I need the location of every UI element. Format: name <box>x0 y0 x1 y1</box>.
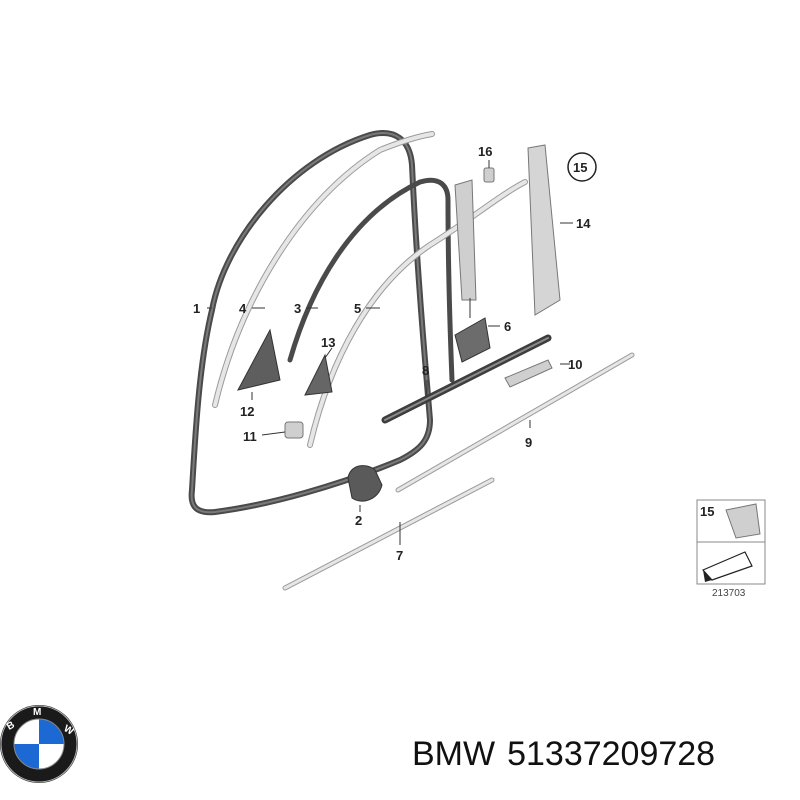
callout-13: 13 <box>321 335 335 350</box>
sill-seal-part-8 <box>381 334 552 424</box>
trim-piece-part-10 <box>504 359 553 388</box>
callout-12: 12 <box>240 404 254 419</box>
mirror-triangle-part-12 <box>237 328 281 391</box>
window-seal-part-3 <box>287 177 455 383</box>
callout-15-circle <box>567 152 597 182</box>
reference-number: 213703 <box>712 588 746 599</box>
callout-2: 2 <box>355 513 362 528</box>
callout-7: 7 <box>396 548 403 563</box>
bracket-part-6 <box>454 317 491 363</box>
b-pillar-trim <box>454 167 495 301</box>
part-number: 51337209728 <box>507 735 716 773</box>
callout-10: 10 <box>568 357 582 372</box>
callout-3: 3 <box>294 301 301 316</box>
inset-label: 15 <box>700 504 714 519</box>
svg-text:M: M <box>33 707 41 718</box>
callout-11: 11 <box>243 429 257 444</box>
frame-trim-part-4 <box>212 131 435 408</box>
callout-9: 9 <box>525 435 532 450</box>
svg-text:B: B <box>5 720 17 733</box>
callout-6: 6 <box>504 319 511 334</box>
callout-8: 8 <box>422 363 429 378</box>
callout-5: 5 <box>354 301 361 316</box>
part-caption: BMW 51337209728 <box>412 735 715 774</box>
lower-strip-part-7 <box>282 477 495 591</box>
callout-4: 4 <box>239 301 247 316</box>
inset-detail: 15 213703 <box>696 499 766 599</box>
clip-part-16 <box>483 167 495 183</box>
callout-14: 14 <box>576 216 591 231</box>
inset-part-illustration <box>725 503 761 539</box>
corner-cover-part-13 <box>304 353 333 396</box>
callout-16: 16 <box>478 144 492 159</box>
clip-part-11 <box>284 421 304 439</box>
callout-15: 15 <box>573 160 587 175</box>
callout-1: 1 <box>193 301 200 316</box>
bmw-logo: B M W <box>0 705 78 783</box>
leader-lines <box>207 160 573 545</box>
pillar-cover-part-14 <box>527 144 561 316</box>
brand-name: BMW <box>412 735 496 773</box>
door-seal-part-1 <box>188 130 433 516</box>
callout-labels: 1 2 3 4 5 6 7 8 9 10 11 12 13 14 15 16 <box>193 144 597 563</box>
mount-part-2 <box>347 465 383 502</box>
sill-trim-part-9 <box>395 352 635 493</box>
